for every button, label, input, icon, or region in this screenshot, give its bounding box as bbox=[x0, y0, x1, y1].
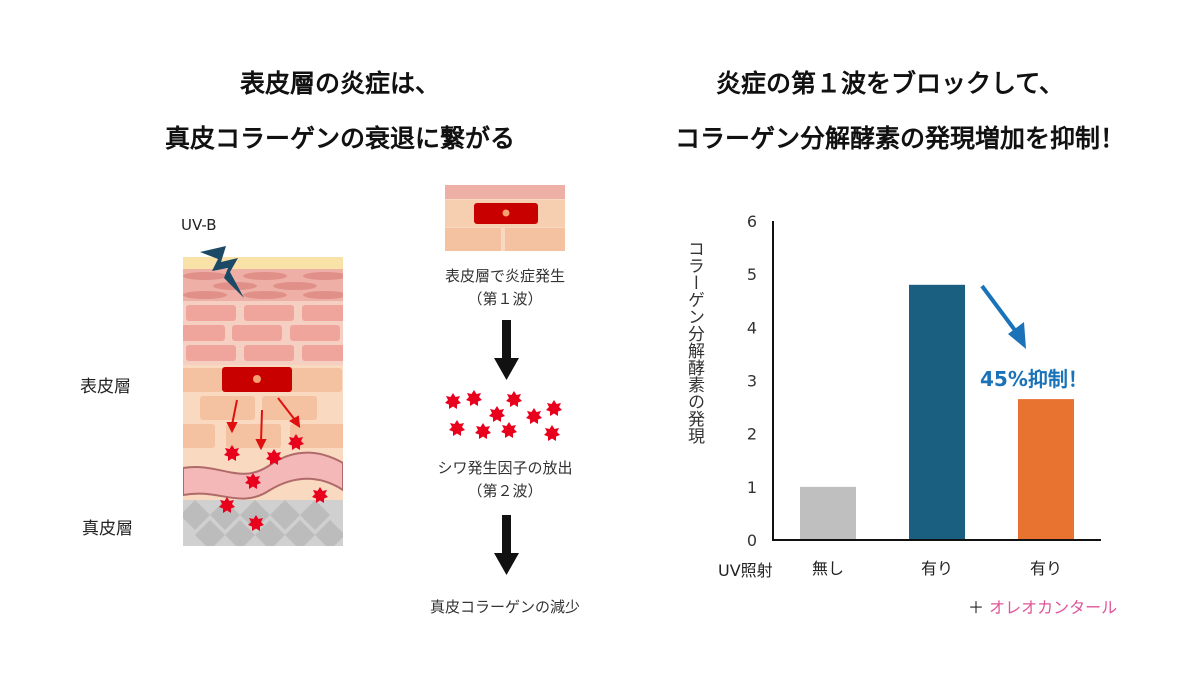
epidermis-label: 表皮層 bbox=[80, 377, 131, 397]
x-axis-label: UV照射 bbox=[718, 561, 773, 580]
y-tick-label: 2 bbox=[747, 425, 757, 444]
y-tick-label: 0 bbox=[747, 531, 757, 550]
right-title-line1: 炎症の第１波をブロックして、 bbox=[715, 69, 1064, 98]
y-tick-label: 5 bbox=[747, 265, 757, 284]
left-title-line2: 真皮コラーゲンの衰退に繋がる bbox=[164, 124, 515, 153]
y-tick-label: 4 bbox=[747, 318, 757, 337]
reduction-annotation: 45%抑制！ bbox=[980, 367, 1088, 391]
lightning-icon bbox=[200, 246, 244, 298]
reduction-arrow-shaft bbox=[980, 284, 1019, 335]
x-tick-label: 有り bbox=[921, 559, 953, 578]
bar-1 bbox=[800, 486, 856, 540]
step3-text: 真皮コラーゲンの減少 bbox=[429, 598, 580, 616]
x-tick-label: 有り bbox=[1030, 559, 1062, 578]
bar-3 bbox=[1018, 399, 1074, 540]
cytokine-arrows bbox=[226, 397, 301, 451]
uv-b-label: UV-B bbox=[181, 216, 217, 234]
oleocanthal-label: オレオカンタール bbox=[989, 598, 1118, 617]
x-tick-label: 無し bbox=[812, 559, 844, 578]
step2-text: シワ発生因子の放出 bbox=[437, 459, 573, 477]
right-title-line2: コラーゲン分解酵素の発現増加を抑制！ bbox=[674, 124, 1125, 153]
plus-sign: ＋ bbox=[968, 598, 985, 617]
additive-note: ＋ オレオカンタール bbox=[968, 594, 1117, 618]
step2-subtext: （第２波） bbox=[467, 482, 543, 500]
reduction-arrow-head bbox=[1008, 322, 1026, 349]
flow-arrows bbox=[494, 320, 519, 575]
y-tick-label: 6 bbox=[747, 212, 757, 231]
dermis-label: 真皮層 bbox=[82, 519, 133, 539]
inflammation-panel bbox=[445, 185, 565, 251]
y-tick-label: 1 bbox=[747, 478, 757, 497]
step1-subtext: （第１波） bbox=[467, 290, 543, 308]
left-title-line1: 表皮層の炎症は、 bbox=[239, 69, 440, 98]
bar-2 bbox=[909, 284, 965, 540]
y-tick-label: 3 bbox=[747, 372, 757, 391]
step1-text: 表皮層で炎症発生 bbox=[444, 267, 565, 285]
y-axis-label: コラーゲン分解酵素の発現 bbox=[684, 240, 704, 444]
